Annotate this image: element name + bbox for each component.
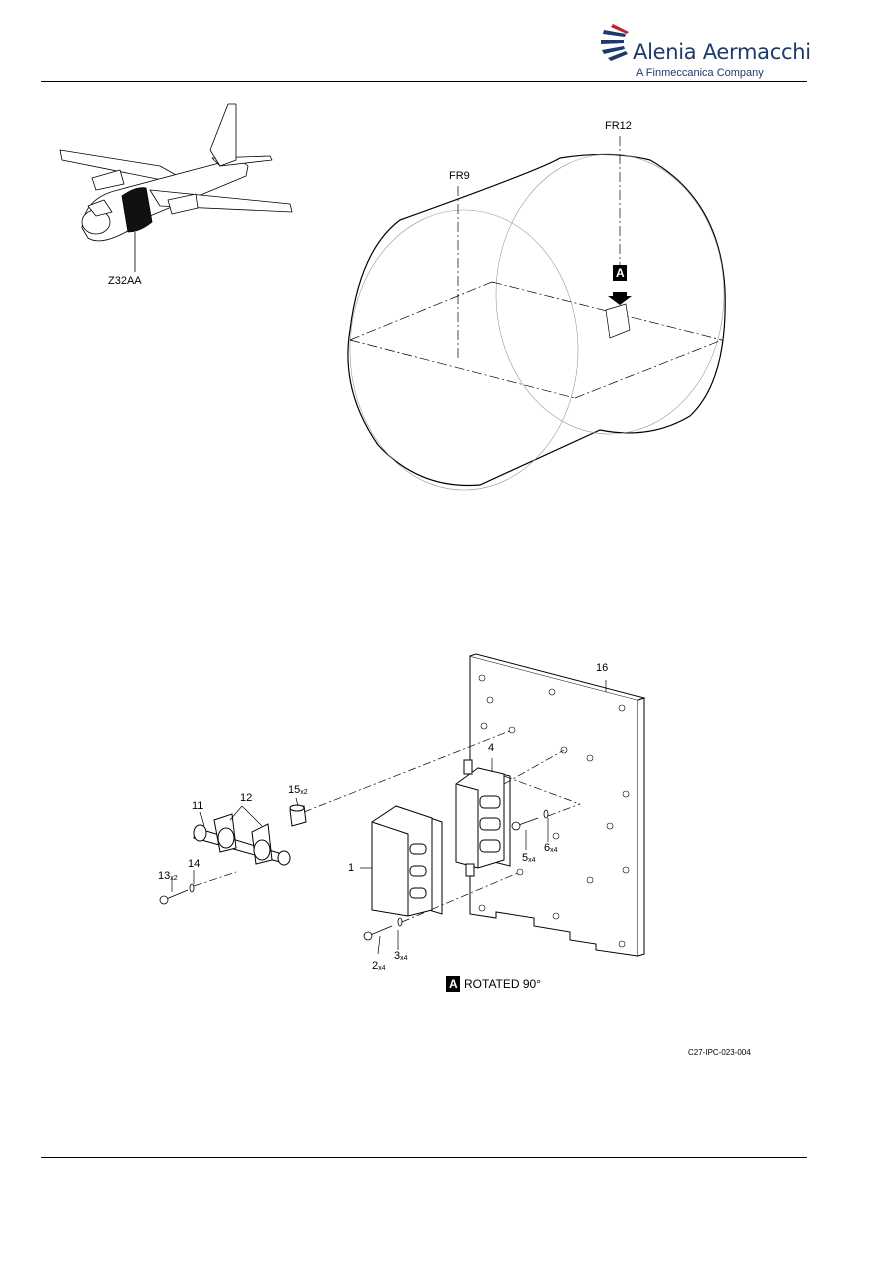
callout-3-qty: x4	[400, 955, 408, 962]
callout-15: 15x2	[288, 784, 308, 799]
callout-2: 2x4	[372, 960, 386, 975]
callout-6-qty: x4	[550, 847, 558, 854]
callout-12: 12	[240, 792, 253, 804]
callout-5-item: 5	[522, 852, 529, 864]
callout-14: 14	[188, 858, 201, 870]
company-logo-icon	[601, 24, 629, 61]
company-name: Alenia Aermacchi	[633, 40, 811, 64]
figure-reference: C27-IPC-023-004	[688, 1048, 751, 1057]
callout-3: 3x4	[394, 950, 408, 965]
callout-13-qty: x2	[170, 875, 178, 882]
callout-2-item: 2	[372, 960, 379, 972]
callout-6: 6x4	[544, 842, 558, 857]
company-tagline: A Finmeccanica Company	[636, 67, 764, 79]
callout-15-qty: x2	[300, 789, 308, 796]
view-marker-a: A	[616, 266, 625, 280]
detail-view-marker: A	[449, 977, 458, 991]
callout-15-item: 15	[288, 784, 301, 796]
frame-label-fr9: FR9	[449, 170, 470, 182]
callout-16: 16	[596, 662, 609, 674]
callout-13: 13x2	[158, 870, 178, 885]
callout-11: 11	[192, 800, 204, 812]
callout-1: 1	[348, 862, 355, 874]
callout-4: 4	[488, 742, 495, 754]
callout-13-item: 13	[158, 870, 171, 882]
zone-label: Z32AA	[108, 275, 142, 287]
footer-rule	[41, 1157, 807, 1158]
callout-6-item: 6	[544, 842, 551, 854]
frame-label-fr12: FR12	[605, 120, 632, 132]
detail-view-caption: ROTATED 90°	[464, 977, 542, 991]
header-rule	[41, 81, 807, 82]
callout-5-qty: x4	[528, 857, 536, 864]
callout-5: 5x4	[522, 852, 536, 867]
callout-2-qty: x4	[378, 965, 386, 972]
callout-3-item: 3	[394, 950, 401, 962]
